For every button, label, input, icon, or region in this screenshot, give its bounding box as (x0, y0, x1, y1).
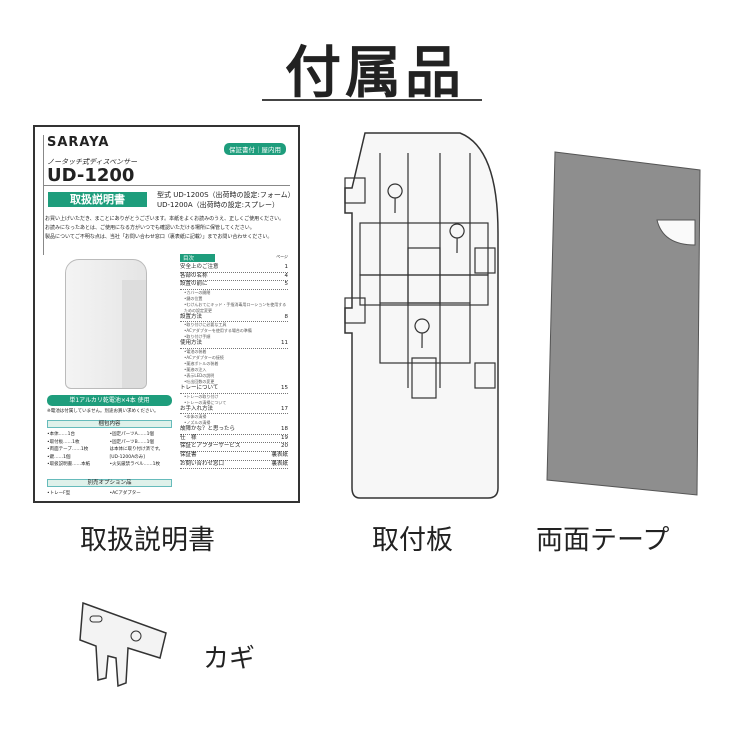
toc-page: 18 (281, 426, 288, 433)
badge: 保証書付｜屋内用 (224, 143, 286, 155)
toc-entry: 仕 様 19 (180, 435, 288, 444)
toc-subitem: •取り付けに必要な工具 (184, 322, 227, 328)
contents-item: •取扱説明書……本紙 (47, 462, 91, 467)
toc-page: 裏表紙 (271, 451, 288, 458)
toc-page: 4 (284, 272, 289, 279)
contents-item: •固定パーツA……1個 (109, 432, 155, 437)
double-sided-tape (546, 151, 701, 496)
dispenser-illustration (65, 259, 147, 389)
toc-entry: 設置方法 8 (180, 314, 288, 323)
toc-label: 設置方法 (180, 313, 203, 320)
label-manual: 取扱説明書 (80, 525, 215, 556)
toc-entry: 設置の前に 5 (180, 281, 288, 290)
toc-page: 15 (281, 384, 288, 391)
toc-label: 保証書 (180, 451, 197, 458)
toc-label: トレーについて (180, 384, 219, 391)
label-key: カギ (203, 644, 256, 674)
toc-entry: 保証とアフターサービス 20 (180, 443, 288, 452)
toc-entry: お手入れ方法 17 (180, 406, 288, 415)
contents-title: 梱包内容 (47, 420, 172, 428)
intro-line: 製品についてご不明な点は、当社「お問い合わせ窓口（裏表紙に記載）」までお問い合わ… (45, 234, 273, 240)
toc-entry: トレーについて 15 (180, 385, 288, 394)
toc-page: 8 (284, 313, 289, 320)
contents-item: •固定パーツB……1個 (109, 439, 155, 445)
intro-line: お買い上げいただき、まことにありがとうございます。本紙をよくお読みのうえ、正しく… (45, 216, 285, 222)
toc-page: 5 (284, 281, 289, 288)
label-tape: 両面テープ (536, 525, 670, 556)
variant: 型式 UD-1200S（出荷時の設定:フォーム） (157, 191, 295, 199)
brand-logo: SARAYA (47, 135, 110, 150)
toc-entry: 各部の名称 4 (180, 273, 288, 282)
model-number: UD-1200 (47, 165, 135, 186)
toc-subitem: •トレーの清掃について (184, 399, 227, 405)
mounting-plate (344, 132, 499, 499)
instruction-manual: SARAYA 保証書付｜屋内用 ノータッチ式ディスペンサー UD-1200 取扱… (33, 125, 300, 503)
contents-list: •本体……1台 •固定パーツA……1個 •取付板……1枚 •固定パーツB……1個… (47, 431, 172, 469)
contents-item: •火気厳禁ラベル……1枚 (109, 462, 161, 467)
option-item: •トレーF型 (47, 491, 71, 496)
toc-page: 20 (281, 443, 288, 450)
toc-page: 11 (281, 340, 288, 347)
toc-subitem: •取り付け手順 (184, 334, 211, 340)
toc-label: 使用方法 (180, 340, 203, 347)
toc-label: 仕 様 (180, 434, 197, 441)
toc-page: 裏表紙 (271, 460, 288, 467)
toc-page: 17 (281, 405, 288, 412)
toc-label: お問い合わせ窓口 (180, 460, 225, 467)
battery-banner: 単1アルカリ乾電池×4本 使用 (47, 395, 172, 406)
divider (43, 135, 44, 255)
options-list: •トレーF型 •ACアダプター (47, 490, 172, 496)
title-underline (262, 99, 482, 101)
toc-subitem: •電池の装着 (184, 348, 207, 354)
toc-label: 保証とアフターサービス (180, 443, 241, 450)
toc-page: 1 (284, 264, 289, 270)
toc-title: 目次 (180, 254, 215, 262)
toc-entry: 使用方法 11 (180, 340, 288, 349)
toc-subitem: •鍵の位置 (184, 295, 203, 301)
variant: UD-1200A（出荷時の設定:スプレー） (157, 201, 280, 209)
toc-entry: お問い合わせ窓口 裏表紙 (180, 461, 288, 470)
toc-subitem: •表示LEDの説明 (184, 372, 215, 378)
contents-item: •鍵……1個 (47, 454, 71, 460)
toc-label: 安全上のご注意 (180, 264, 219, 270)
page-title: 付属品 (285, 41, 465, 106)
toc-page-label: ページ (276, 254, 288, 259)
toc-entry: 保証書 裏表紙 (180, 452, 288, 461)
toc-subitem: •吐出回数の変更 (184, 378, 215, 384)
toc-label: 設置の前に (180, 281, 208, 288)
toc-subitem: •薬液の注入 (184, 366, 207, 372)
key (79, 601, 167, 688)
toc-label: 各部の名称 (180, 272, 208, 279)
toc-subitem: •本体の清掃 (184, 414, 207, 420)
divider (43, 185, 290, 186)
product-subtitle: ノータッチ式ディスペンサー (47, 158, 138, 166)
contents-item: [UD-1200Aのみ] (109, 454, 145, 460)
contents-item: •本体……1台 (47, 432, 76, 437)
toc-subitem: •ACアダプターの接続 (184, 354, 224, 360)
toc-subitem: •トレーの取り付け (184, 393, 219, 399)
toc-subitem: •ノズルの清掃 (184, 420, 211, 426)
toc-entry: 故障かな？と思ったら 18 (180, 426, 288, 435)
option-item: •ACアダプター (109, 491, 141, 496)
battery-note: ※電池は付属していません。別途お買い求めください。 (47, 409, 159, 414)
options-title: 別売オプション品 (47, 479, 172, 487)
intro-line: お読みになったあとは、ご使用になる方がいつでも確認いただける場所に保管してくださ… (45, 225, 255, 231)
model-variants: 型式 UD-1200S（出荷時の設定:フォーム） UD-1200A（出荷時の設定… (157, 190, 295, 210)
doc-title: 取扱説明書 (48, 192, 147, 207)
toc-page: 19 (281, 434, 288, 441)
label-mounting-plate: 取付板 (372, 525, 453, 556)
toc-subitem: •カバーの開閉 (184, 289, 211, 295)
toc-subitem: •ACアダプターを使用する場合の準備 (184, 328, 252, 334)
toc-subitem: •むけんおてにキッド・手指消毒用ローションを使用するための設定変更 (184, 301, 287, 313)
contents-item: •取付板……1枚 (47, 439, 80, 445)
toc-entry: 安全上のご注意 1 (180, 264, 288, 273)
contents-item: は本体に取り付け済です。 (109, 447, 164, 452)
toc-label: 故障かな？と思ったら (180, 426, 236, 433)
contents-item: •両面テープ……1枚 (47, 447, 89, 452)
toc-label: お手入れ方法 (180, 405, 214, 412)
toc-subitem: •薬液ボトルの装着 (184, 360, 219, 366)
intro-text: お買い上げいただき、まことにありがとうございます。本紙をよくお読みのうえ、正しく… (45, 215, 290, 242)
